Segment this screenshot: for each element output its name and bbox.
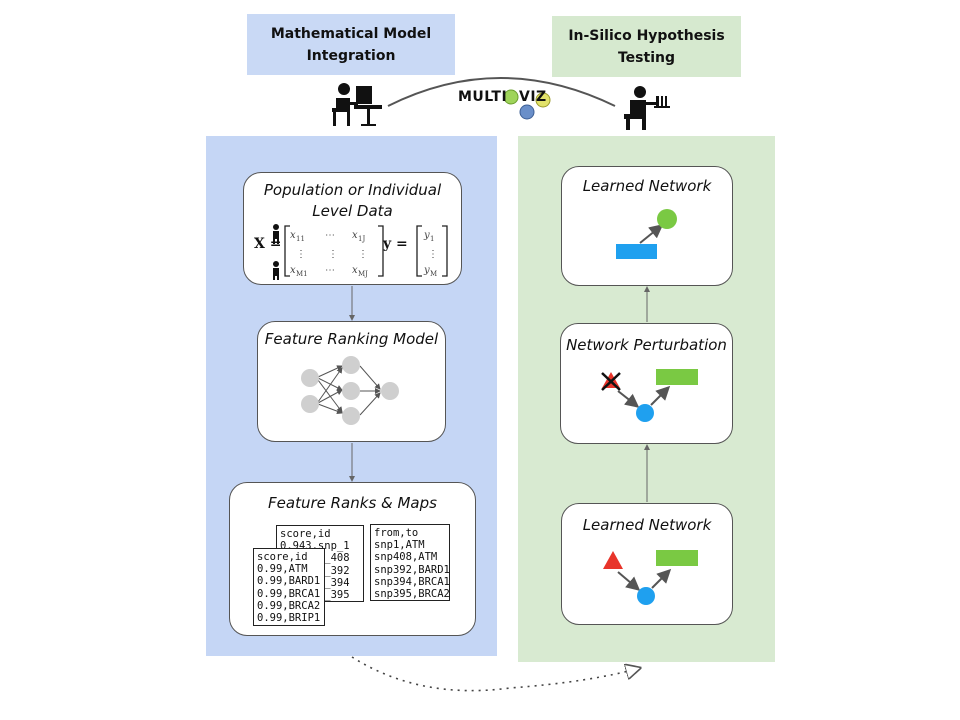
x-matrix-label: X = [254,236,282,252]
network-perturbation-title: Network Perturbation [566,336,727,354]
ranking-node-title: Feature Ranking Model [264,330,439,348]
svg-text:⋮: ⋮ [428,249,438,260]
person-icon [273,224,279,244]
connecting-arc [387,77,616,107]
data-node [243,172,462,285]
network-perturbation-node [560,323,733,444]
perturbation-network-graphic [601,369,698,422]
dotted-connector [351,656,640,692]
learned-network-bottom-title: Learned Network [582,516,712,534]
svg-text:11: 11 [296,235,305,243]
svg-text:1J: 1J [358,235,365,243]
svg-text:x: x [352,230,358,241]
card-line: score,id [257,551,308,563]
learned-network-top-node [561,166,733,286]
svg-text:x: x [290,230,296,241]
svg-text:MJ: MJ [358,270,368,278]
person-at-computer-icon [332,83,382,126]
svg-text:⋮: ⋮ [296,249,306,260]
svg-text:x: x [290,265,296,276]
logo-text-multi: MULTI [458,89,508,105]
svg-text:⋮: ⋮ [358,249,368,260]
svg-text:M: M [430,270,437,278]
svg-text:y: y [423,230,430,241]
y-matrix-label: y = [383,236,408,252]
header-in-silico-hypothesis-testing: In-Silico Hypothesis Testing [552,16,741,77]
svg-text:⋯: ⋯ [325,230,335,241]
logo-text-viz: VIZ [519,89,547,105]
person-icon [273,261,279,280]
card-line: 0.99,BARD1 [257,575,321,588]
learned-network-top-title: Learned Network [582,177,712,195]
card-line: snp392,BARD1 [374,563,450,576]
header-mathematical-model-integration: Mathematical Model Integration [247,14,455,75]
card-line: from,to [374,527,419,539]
card-line: score,id [280,528,331,540]
card-line: 0.99,ATM [257,563,308,576]
card-line: snp408,ATM [374,551,438,564]
svg-text:⋮: ⋮ [328,249,338,260]
data-node-title: Population or Individual Level Data [263,181,442,220]
bottom-network-graphic [603,550,698,605]
svg-text:⋯: ⋯ [325,265,335,276]
svg-text:1: 1 [430,235,434,243]
person-in-lab-icon [624,86,670,130]
card-line: 0.99,BRCA2 [257,599,321,612]
top-network-graphic [616,209,677,259]
multiviz-logo-icon [503,89,551,120]
data-matrices: x 11 ⋯ x 1J ⋮ ⋮ ⋮ x M1 ⋯ x MJ y 1 ⋮ y M [273,224,448,280]
svg-text:y: y [423,265,430,276]
card-line: snp394,BRCA1 [374,575,450,588]
svg-text:M1: M1 [296,270,308,278]
card-line: 0.99,BRCA1 [257,587,321,600]
svg-text:x: x [352,265,358,276]
top-graphics [332,77,670,130]
neural-network-graphic [301,356,399,425]
ranks-node-title: Feature Ranks & Maps [268,494,437,512]
card-line: snp1,ATM [374,539,425,552]
card-line: 0.99,BRIP1 [257,612,321,625]
card-line: snp395,BRCA2 [374,588,450,601]
